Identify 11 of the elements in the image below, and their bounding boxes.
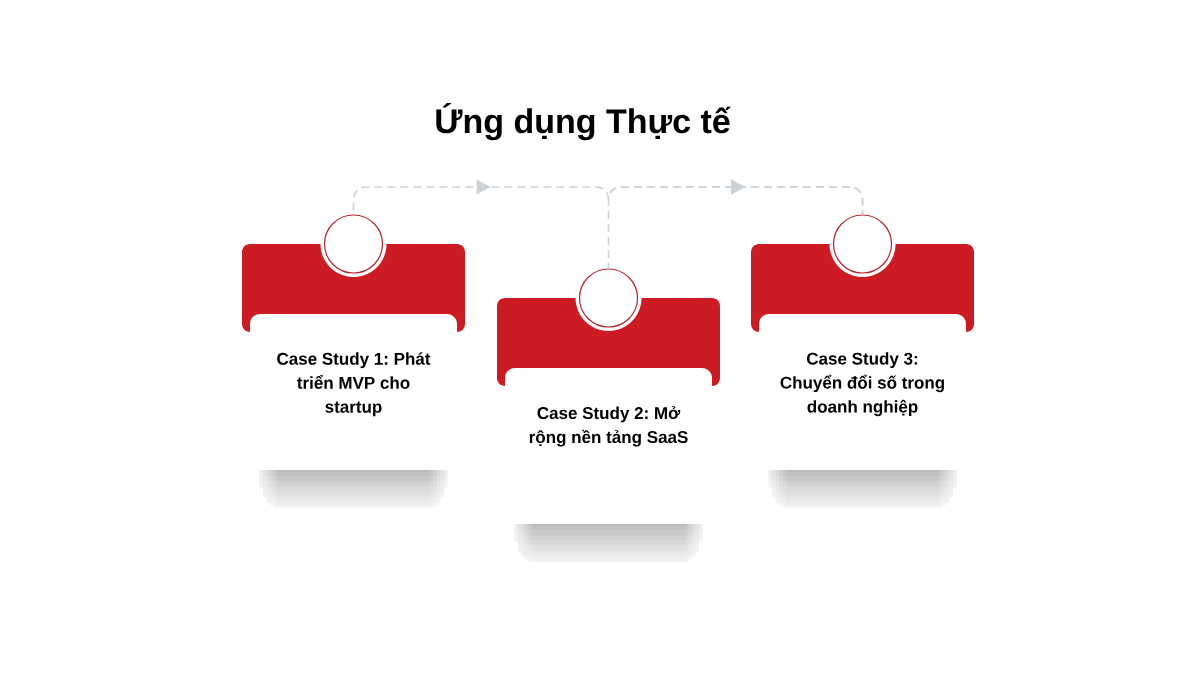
node-label: Case Study 2: Mở rộng nền tảng SaaS <box>529 406 688 447</box>
card: Case Study 3: Chuyển đổi số trong doanh nghiệp <box>751 244 974 417</box>
card: Case Study 2: Mở rộng nền tảng SaaS <box>497 298 720 447</box>
title: Ứng dụng Thực tế <box>436 102 731 141</box>
circle <box>829 211 896 277</box>
circle <box>320 211 387 277</box>
node-label: Case Study 3: Chuyển đổi số trong doanh nghiệp <box>780 352 945 417</box>
circle <box>575 265 642 331</box>
card: Case Study 1: Phát triển MVP cho startup <box>242 244 465 417</box>
arrow <box>607 179 864 270</box>
node-label: Case Study 1: Phát triển MVP cho startup <box>277 352 431 417</box>
